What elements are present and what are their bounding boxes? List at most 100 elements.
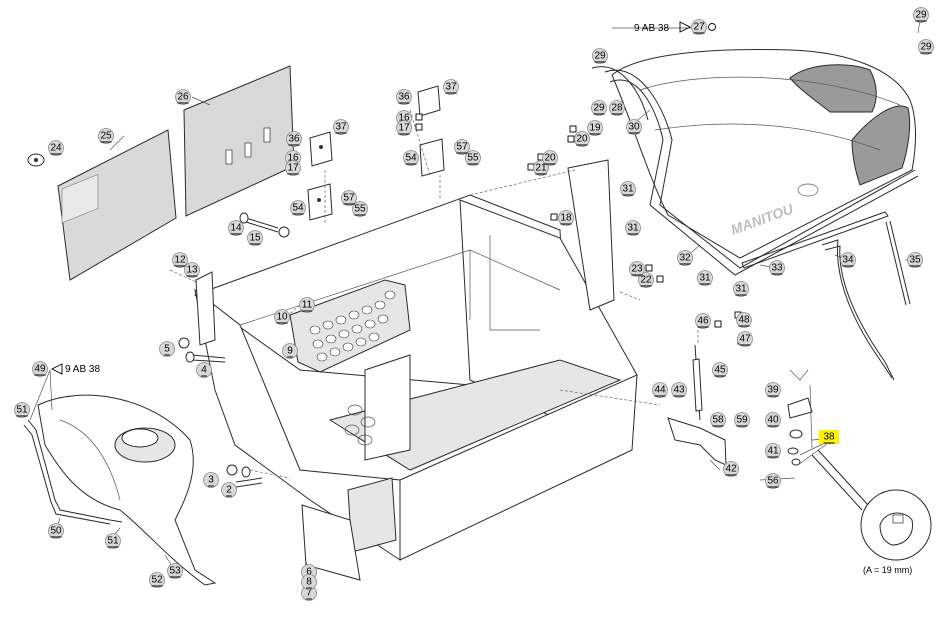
hood-cover: MANITOU: [611, 49, 916, 259]
part-badge-14: 14: [228, 220, 244, 236]
fender-cover: [37, 394, 217, 586]
part-badge-57: 57: [454, 139, 470, 155]
part-label: 31: [622, 184, 634, 195]
rod-34: [821, 239, 893, 379]
part-label: 37: [335, 122, 347, 133]
hinge-54-left: [307, 183, 333, 221]
part-label: 31: [627, 223, 639, 234]
part-badge-51: 51: [14, 402, 30, 418]
hinge-54-right: [419, 138, 445, 177]
part-badge-29: 29: [918, 39, 934, 55]
part-badge-29: 29: [913, 7, 929, 23]
part-label: 58: [712, 415, 724, 426]
washer-3: [226, 464, 238, 476]
part-label: 34: [842, 255, 854, 266]
part-label: 29: [920, 42, 932, 53]
part-badge-15: 15: [247, 230, 263, 246]
part-label: 36: [398, 92, 410, 103]
part-badge-45: 45: [712, 362, 728, 378]
reference-27: 9 AB 38: [634, 23, 669, 34]
part-badge-40: 40: [765, 412, 781, 428]
part-badge-31: 31: [733, 281, 749, 297]
reference-49: 9 AB 38: [65, 364, 100, 375]
part-label: 21: [535, 163, 547, 174]
part-badge-21: 21: [533, 160, 549, 176]
part-badge-31: 31: [625, 220, 641, 236]
part-label: 55: [354, 204, 366, 215]
bolt-4: [191, 354, 226, 363]
part-label: 45: [714, 365, 726, 376]
part-badge-59: 59: [734, 412, 750, 428]
bolt-14: [245, 217, 279, 229]
part-label: 54: [405, 153, 417, 164]
part-label: 35: [909, 255, 921, 266]
part-label: 13: [186, 265, 198, 276]
part-label: 22: [640, 275, 652, 286]
part-label: 6: [306, 567, 312, 578]
part-badge-30: 30: [626, 119, 642, 135]
part-badge-43: 43: [671, 382, 687, 398]
part-label: 38: [823, 432, 835, 443]
part-label: 28: [611, 103, 623, 114]
part-label: 40: [767, 415, 779, 426]
circle-marker-icon: [708, 23, 716, 31]
part-badge-4: 4: [196, 362, 212, 378]
part-badge-54: 54: [403, 150, 419, 166]
washer-5: [178, 337, 190, 349]
part-badge-17: 17: [285, 160, 301, 176]
part-label: 54: [292, 203, 304, 214]
part-badge-46: 46: [695, 313, 711, 329]
part-badge-58: 58: [710, 412, 726, 428]
part-label: 30: [628, 122, 640, 133]
part-label: 4: [201, 365, 207, 376]
part-label: 50: [50, 526, 62, 537]
part-badge-35: 35: [907, 252, 923, 268]
main-frame: [193, 194, 638, 581]
hood-seal: [604, 69, 916, 269]
hinge-16: [309, 131, 333, 167]
part-badge-12: 12: [172, 252, 188, 268]
part-label: 3: [208, 475, 214, 486]
part-label: 26: [177, 92, 189, 103]
part-label: 48: [738, 315, 750, 326]
part-badge-29: 29: [592, 48, 608, 64]
part-label: 20: [544, 153, 556, 164]
hinge-37: [417, 85, 441, 117]
part-badge-17: 17: [396, 120, 412, 136]
part-label: 31: [699, 273, 711, 284]
part-label: 11: [302, 300, 313, 311]
rod-35: [885, 221, 907, 306]
highlight-part-38: [819, 430, 839, 444]
part-badge-20: 20: [574, 131, 590, 147]
part-badge-19: 19: [587, 120, 603, 136]
part-label: 51: [16, 405, 28, 416]
seal-50: [27, 419, 123, 523]
part-label: 25: [100, 131, 112, 142]
part-label: 57: [456, 142, 468, 153]
part-badge-56: 56: [765, 473, 781, 489]
part-label: 19: [589, 123, 601, 134]
part-badge-36: 36: [286, 131, 302, 147]
arrow-icon: [50, 363, 63, 375]
part-label: 5: [164, 344, 170, 355]
part-badge-57: 57: [341, 190, 357, 206]
part-badge-18: 18: [558, 210, 574, 226]
part-label: 52: [151, 575, 163, 586]
part-badge-25: 25: [98, 128, 114, 144]
part-badge-36: 36: [396, 89, 412, 105]
part-label: 23: [631, 264, 643, 275]
part-label: 51: [107, 536, 119, 547]
part-label: 12: [174, 255, 186, 266]
part-label: 41: [767, 446, 779, 457]
part-badge-34: 34: [840, 252, 856, 268]
part-label: 53: [169, 566, 181, 577]
part-badge-27: 27: [691, 19, 707, 35]
part-label: 46: [697, 316, 709, 327]
part-badge-20: 20: [542, 150, 558, 166]
part-label: 2: [226, 485, 232, 496]
part-badge-2: 2: [221, 482, 237, 498]
part-badge-3: 3: [203, 472, 219, 488]
part-label: 15: [249, 233, 261, 244]
part-badge-41: 41: [765, 443, 781, 459]
part-label: 36: [288, 134, 300, 145]
